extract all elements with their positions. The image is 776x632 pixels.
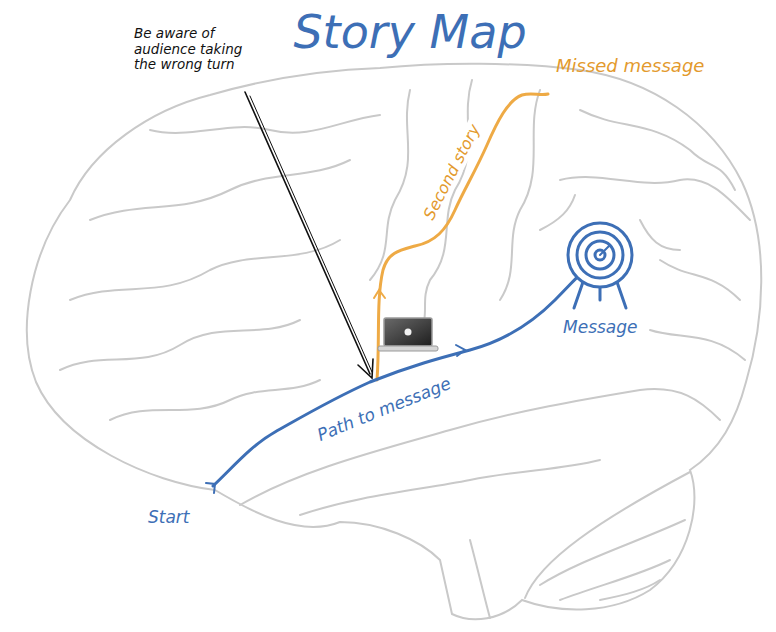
missed-message-label: Missed message [556,56,704,77]
target-ring [577,232,623,278]
laptop-logo [405,329,412,336]
laptop-base [378,346,438,351]
frontal-gyrus [110,380,320,420]
postcentral-sulcus [500,90,540,300]
cerebellum-fold [600,580,660,600]
target-arrow [600,245,610,255]
leader-line [245,92,370,374]
target-ring [586,241,614,269]
target-ring [568,223,632,287]
arrowhead [358,359,373,378]
path-label: Path to message [312,373,457,447]
brainstem [470,540,490,618]
brain-outline [27,64,761,620]
precentral-sulcus [370,90,410,280]
cerebellum-fold [525,472,690,598]
second-story-path [374,94,548,380]
path-chevron [456,345,465,356]
frontal-sulcus [90,160,350,220]
parietal-sulcus [560,177,750,220]
brain-contour [27,64,761,620]
note-leader-arrow [245,92,373,378]
cerebellum-fold [560,560,670,600]
orange-path [377,94,548,380]
cerebellum-fold [540,520,685,585]
blue-path [213,255,600,486]
frontal-sulcus [70,240,340,300]
path-chevron [374,290,385,298]
laptop-screen [384,318,432,346]
message-path [206,255,600,493]
note-text: Be aware of audience taking the wrong tu… [134,26,262,73]
temporal-sulcus [300,460,600,515]
temporal-sulcus [240,389,720,505]
target-icon [568,223,632,308]
message-label: Message [563,318,638,338]
path-chevron [206,483,215,493]
occipital-sulcus [650,260,745,360]
frontal-gyrus [60,320,300,370]
leader-line [250,96,372,372]
laptop-icon [378,318,438,351]
start-label: Start [148,508,190,528]
diagram-title: Story Map [293,6,526,59]
